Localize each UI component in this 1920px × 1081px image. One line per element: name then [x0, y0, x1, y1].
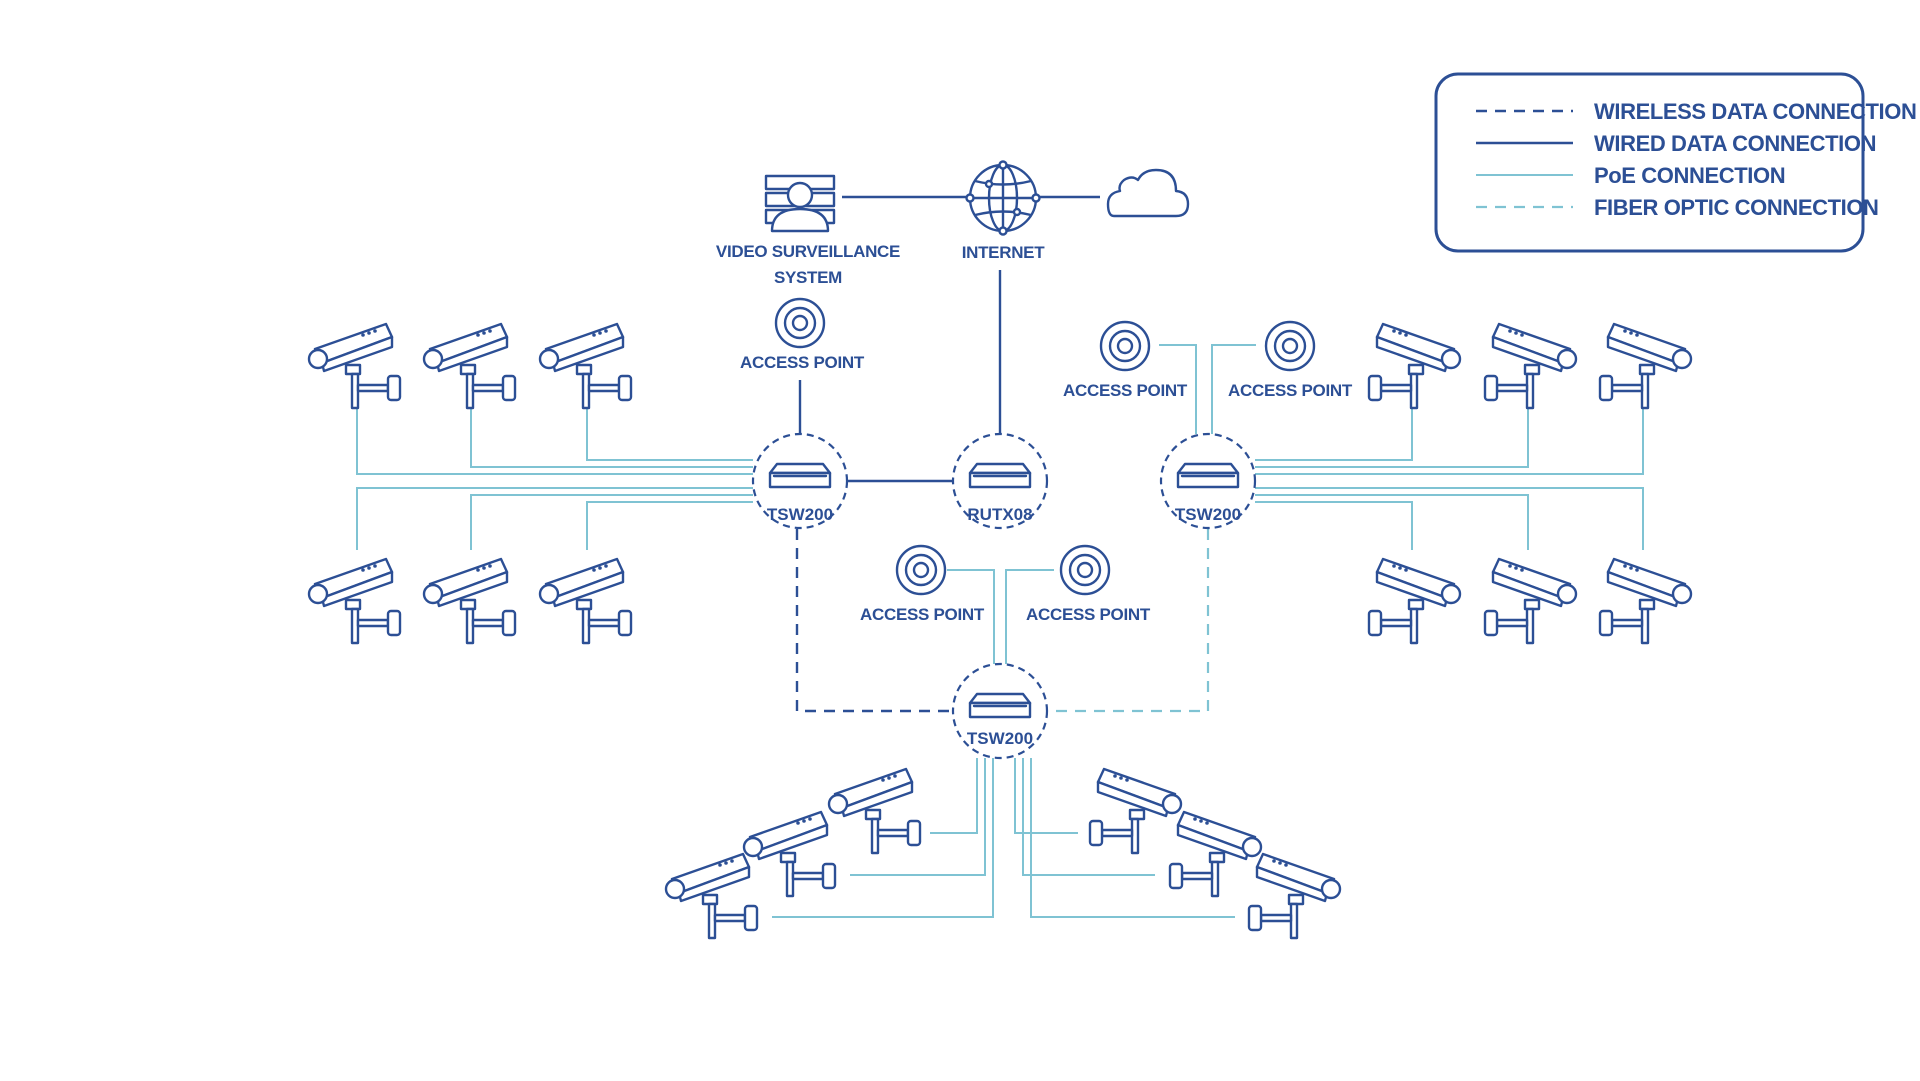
- poe-r4: [1255, 501, 1413, 550]
- cctv-camera-icon: [1485, 559, 1576, 643]
- poe-l3: [586, 408, 753, 461]
- legend-label-wired: WIRED DATA CONNECTION: [1594, 131, 1876, 156]
- cctv-camera-icon: [1170, 812, 1261, 896]
- cloud-icon: [1106, 168, 1190, 218]
- poe-b4: [1014, 758, 1078, 834]
- poe-l1: [356, 408, 753, 475]
- cctv-camera-icon: [1600, 324, 1691, 408]
- poe-ap-right-2: [1211, 344, 1256, 434]
- poe-r2: [1255, 408, 1529, 468]
- cctv-camera-icon: [1600, 559, 1691, 643]
- router: RUTX08: [951, 432, 1049, 530]
- switch-right: TSW200: [1159, 432, 1257, 530]
- cctv-camera-icon: [307, 322, 402, 410]
- internet-label: INTERNET: [962, 243, 1046, 262]
- access-point-label: ACCESS POINT: [1228, 381, 1353, 400]
- cctv-camera-icon: [1090, 769, 1181, 853]
- fiber-right-bottom: [1047, 529, 1210, 713]
- cctv-camera-icon: [538, 322, 633, 410]
- access-point-icon: [895, 544, 947, 596]
- legend-label-wireless: WIRELESS DATA CONNECTION: [1594, 99, 1916, 124]
- server-user-icon: [764, 174, 836, 233]
- poe-b5: [1022, 758, 1155, 876]
- cctv-camera-icon: [422, 322, 517, 410]
- switch-bottom-label: TSW200: [967, 729, 1033, 748]
- poe-ap-bottom-1: [947, 569, 995, 664]
- cctv-camera-icon: [742, 810, 837, 898]
- cctv-camera-icon: [827, 767, 922, 855]
- switch-bottom: TSW200: [951, 662, 1049, 760]
- poe-ap-bottom-2: [1005, 569, 1054, 664]
- poe-r3: [1255, 408, 1644, 475]
- access-point-2: ACCESS POINT: [1063, 320, 1188, 400]
- poe-r6: [1255, 487, 1644, 550]
- poe-b6: [1030, 758, 1235, 918]
- cctv-camera-icon: [422, 557, 517, 645]
- cctv-camera-icon: [1249, 854, 1340, 938]
- poe-b2: [850, 758, 986, 876]
- poe-r1: [1255, 408, 1413, 461]
- cctv-camera-icon: [1369, 559, 1460, 643]
- access-point-4: ACCESS POINT: [860, 544, 985, 624]
- vss-label-line1: VIDEO SURVEILLANCE: [716, 242, 900, 261]
- poe-l4: [356, 487, 753, 550]
- poe-r5: [1255, 494, 1529, 550]
- switch-left-label: TSW200: [767, 505, 833, 524]
- poe-l6: [586, 501, 753, 550]
- legend-label-fiber: FIBER OPTIC CONNECTION: [1594, 195, 1879, 220]
- cctv-camera-icon: [1369, 324, 1460, 408]
- access-point-icon: [1059, 544, 1111, 596]
- poe-l2: [470, 408, 753, 468]
- poe-l5: [470, 494, 753, 550]
- access-point-label: ACCESS POINT: [860, 605, 985, 624]
- cctv-camera-icon: [538, 557, 633, 645]
- access-point-icon: [1099, 320, 1151, 372]
- access-point-1: ACCESS POINT: [740, 297, 865, 372]
- access-point-5: ACCESS POINT: [1026, 544, 1151, 624]
- access-point-label: ACCESS POINT: [1026, 605, 1151, 624]
- switch-right-label: TSW200: [1175, 505, 1241, 524]
- switch-left: TSW200: [751, 432, 849, 530]
- poe-b1: [930, 758, 978, 834]
- cctv-camera-icon: [307, 557, 402, 645]
- access-point-label: ACCESS POINT: [1063, 381, 1188, 400]
- access-point-3: ACCESS POINT: [1228, 320, 1353, 400]
- access-point-icon: [1264, 320, 1316, 372]
- router-label: RUTX08: [967, 505, 1032, 524]
- legend: WIRELESS DATA CONNECTION WIRED DATA CONN…: [1434, 72, 1917, 253]
- poe-b3: [772, 758, 994, 918]
- legend-label-poe: PoE CONNECTION: [1594, 163, 1785, 188]
- wireless-left-bottom: [795, 529, 953, 713]
- access-point-icon: [774, 297, 826, 349]
- vss-label-line2: SYSTEM: [774, 268, 842, 287]
- cctv-camera-icon: [664, 852, 759, 940]
- poe-ap-right-1: [1159, 344, 1197, 434]
- connections: [356, 195, 1644, 918]
- cctv-camera-icon: [1485, 324, 1576, 408]
- access-point-label: ACCESS POINT: [740, 353, 865, 372]
- globe-icon: [965, 160, 1041, 236]
